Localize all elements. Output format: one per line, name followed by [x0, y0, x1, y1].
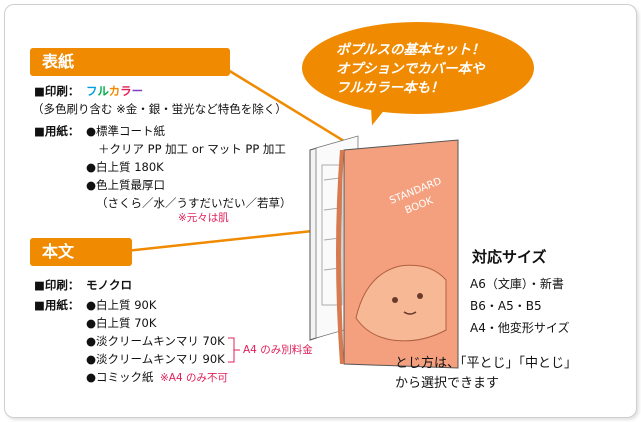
bubble-line-3: フルカラー本も！ — [336, 80, 444, 96]
cover-print-label: ■印刷： — [34, 84, 80, 98]
sizes-line-3: A4・他変形サイズ — [470, 321, 570, 335]
body-paper-1: ●白上質 90K — [86, 298, 157, 312]
body-paper-5: ●コミック紙 — [86, 370, 154, 384]
body-connector-line — [115, 228, 323, 254]
cover-paper-finish: ＋クリア PP 加工 or マット PP 加工 — [98, 142, 286, 156]
body-paper-2: ●白上質 70K — [86, 316, 157, 330]
body-paper-4: ●淡クリームキンマリ 90K — [86, 352, 225, 366]
promo-bubble: ポプルスの基本セット！ オプションでカバー本や フルカラー本も！ — [302, 22, 534, 114]
cover-paper-note: ※元々は肌 — [178, 212, 229, 224]
sizes-line-1: A6（文庫）・新書 — [470, 277, 564, 291]
body-paper-3: ●淡クリームキンマリ 70K — [86, 334, 225, 348]
binding-line-2: から選択できます — [395, 376, 500, 391]
book-cover — [336, 139, 459, 369]
body-paper-label: ■用紙： — [34, 298, 80, 312]
cover-print-note: （多色刷り含む ※金・銀・蛍光など特色を除く） — [32, 102, 287, 116]
body-tag: 本文 — [30, 238, 132, 266]
cover-paper-colors: （さくら／水／うすだいだい／若草） — [96, 196, 292, 210]
bubble-line-2: オプションでカバー本や — [336, 61, 485, 77]
body-print-value: モノクロ — [86, 278, 132, 292]
cover-paper-label: ■用紙： — [34, 124, 80, 138]
cover-full-color: フルカラー — [86, 84, 144, 98]
sizes-line-2: B6・A5・B5 — [470, 299, 542, 313]
cover-tag: 表紙 — [30, 48, 230, 76]
body-print-label: ■印刷： — [34, 278, 80, 292]
binding-line-1: とじ方は、「平とじ」「中とじ」 — [395, 356, 578, 371]
bubble-line-1: ポプルスの基本セット！ — [336, 42, 485, 58]
cover-paper-2: ●白上質 180K — [86, 160, 164, 174]
cover-paper-1: ●標準コート紙 — [86, 124, 166, 138]
sizes-title: 対応サイズ — [472, 248, 547, 266]
cover-paper-3: ●色上質最厚口 — [86, 178, 166, 192]
comic-note: ※A4 のみ不可 — [160, 372, 228, 384]
a4-note-bracket — [228, 337, 240, 363]
a4-extra-note: A4 のみ別料金 — [243, 344, 313, 356]
